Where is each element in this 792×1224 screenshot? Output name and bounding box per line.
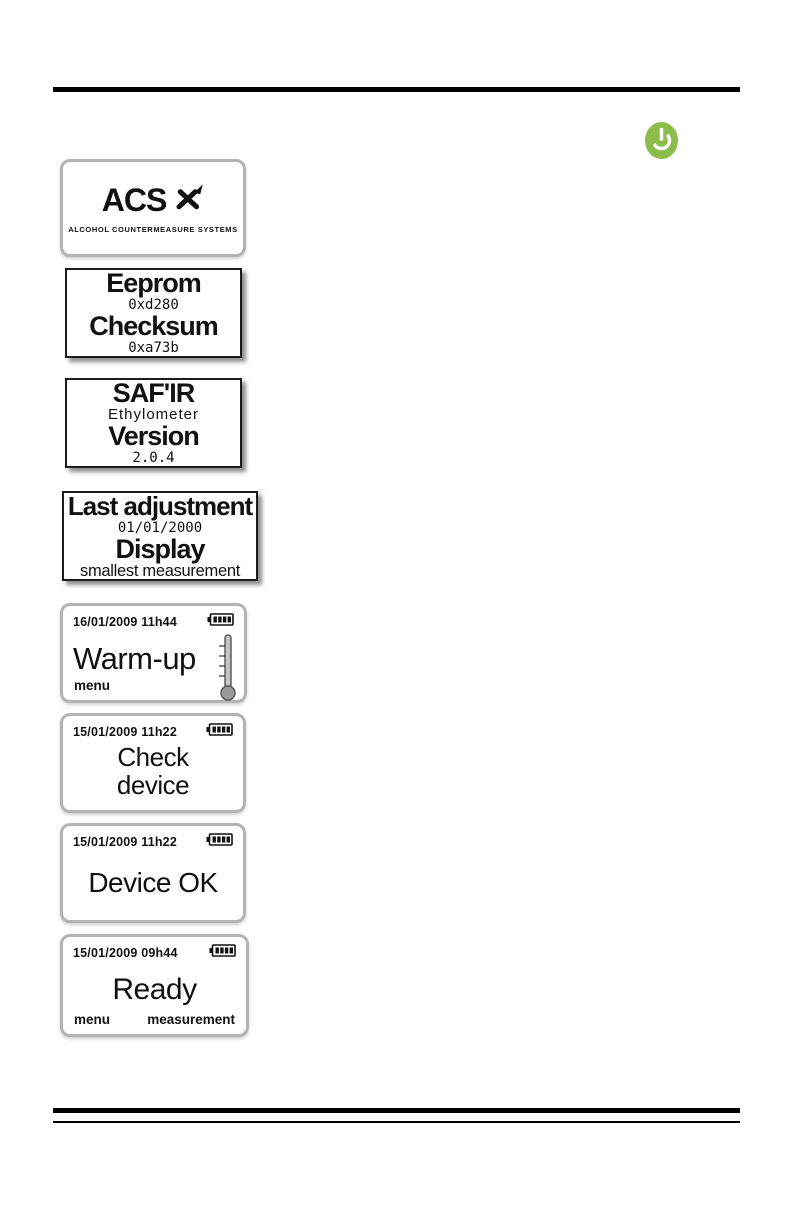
battery-icon (206, 833, 233, 851)
battery-icon (206, 723, 233, 741)
device-name: SAF'IR (112, 378, 195, 408)
datetime-label: 15/01/2009 11h22 (73, 725, 177, 739)
acs-logo: ACS (102, 182, 205, 219)
bottom-divider-thin (53, 1121, 740, 1123)
screen-ready: 15/01/2009 09h44 Ready menu measurement (60, 934, 249, 1037)
screen-check-device: 15/01/2009 11h22 Check device (60, 713, 246, 813)
device-type: Ethylometer (107, 406, 200, 423)
screen-warm-up: 16/01/2009 11h44 Warm-up (60, 603, 247, 703)
checksum-heading: Checksum (89, 311, 219, 341)
status-message: Check device (116, 742, 190, 800)
thermometer-icon (218, 632, 236, 707)
datetime-label: 16/01/2009 11h44 (73, 615, 177, 629)
acs-logo-text: ACS (101, 182, 168, 218)
display-heading: Display (115, 534, 205, 564)
status-message: Device OK (88, 867, 218, 898)
screen-acs-logo: ACS ALCOHOL COUNTERMEASURE SYSTEMS (60, 159, 246, 257)
softkey-menu-label: menu (74, 1012, 111, 1027)
datetime-label: 15/01/2009 09h44 (73, 946, 178, 960)
eeprom-value: 0xd280 (128, 297, 179, 313)
eeprom-heading: Eeprom (106, 268, 202, 298)
softkey-menu-label: menu (74, 678, 111, 693)
datetime-label: 15/01/2009 11h22 (73, 835, 177, 849)
bottom-divider-thick (53, 1108, 740, 1113)
power-icon (644, 121, 679, 160)
display-mode-value: smallest measurement (80, 562, 240, 580)
acs-logo-mark-icon (174, 183, 204, 218)
softkey-measurement-label: measurement (147, 1012, 235, 1027)
screen-eeprom-checksum: Eeprom 0xd280 Checksum 0xa73b (65, 268, 242, 358)
version-heading: Version (108, 421, 200, 451)
status-message: Ready (112, 973, 197, 1006)
battery-icon (207, 613, 234, 631)
top-divider (53, 87, 740, 92)
screen-last-adjustment: Last adjustment 01/01/2000 Display small… (62, 491, 258, 581)
screen-version: SAF'IR Ethylometer Version 2.0.4 (65, 378, 242, 468)
checksum-value: 0xa73b (128, 340, 179, 356)
last-adjustment-date: 01/01/2000 (117, 520, 203, 536)
battery-icon (209, 944, 236, 962)
screen-device-ok: 15/01/2009 11h22 Device OK (60, 823, 246, 923)
last-adjustment-heading: Last adjustment (67, 491, 253, 521)
version-value: 2.0.4 (132, 450, 175, 466)
status-message: Warm-up (73, 641, 196, 676)
acs-logo-subtitle: ALCOHOL COUNTERMEASURE SYSTEMS (68, 225, 238, 234)
